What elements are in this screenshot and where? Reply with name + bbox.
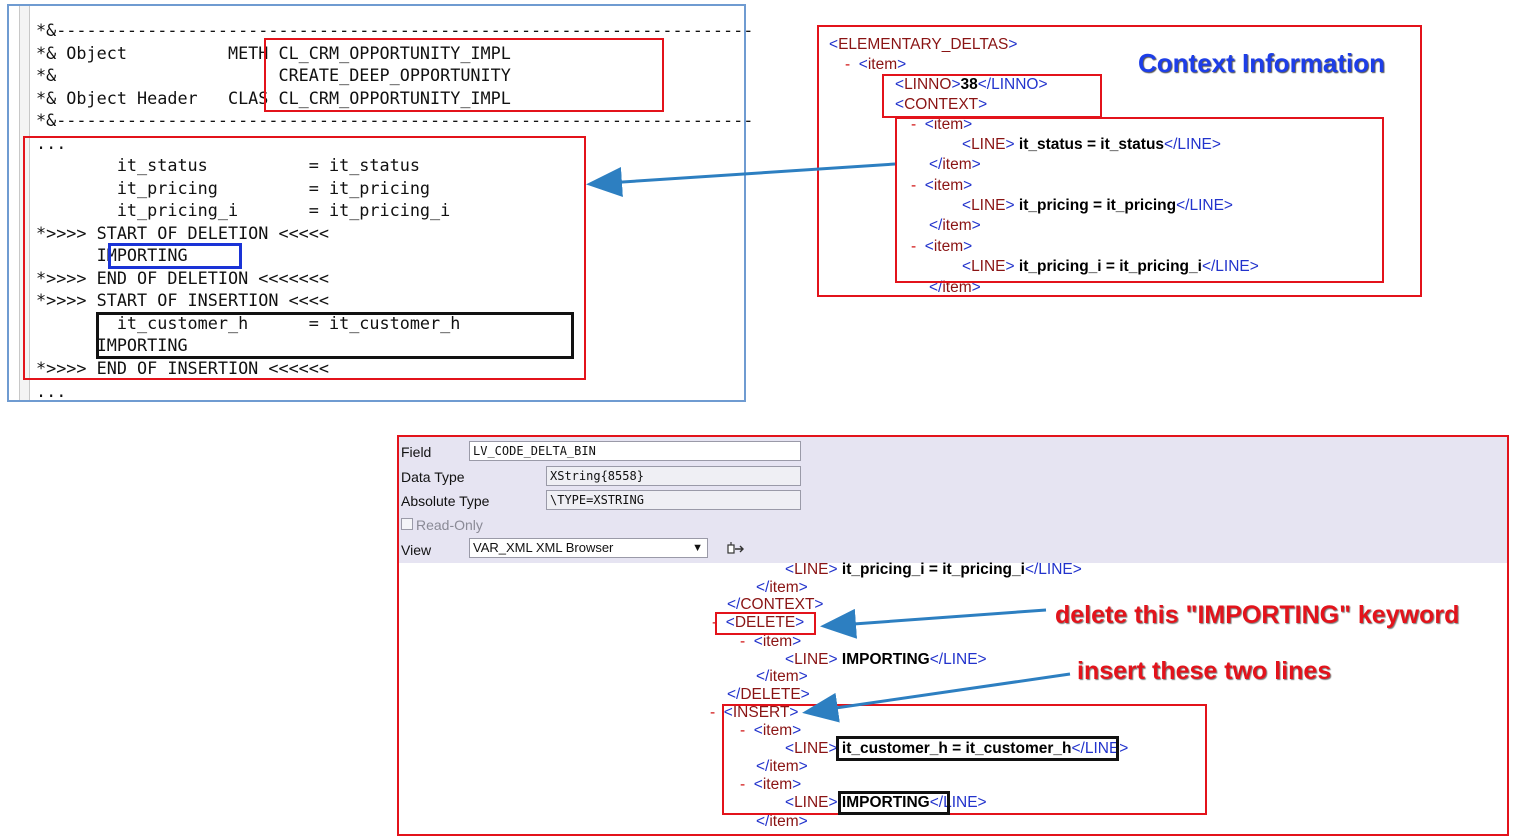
view-select[interactable]: VAR_XML XML Browser ▼ <box>469 538 708 558</box>
field-label: Field <box>401 444 432 460</box>
xml-line: <LINE> it_status = it_status</LINE> <box>962 136 1221 153</box>
xml-line: </item> <box>756 758 808 775</box>
xml-line: - <DELETE> <box>712 614 805 631</box>
view-select-value: VAR_XML XML Browser <box>473 540 614 555</box>
code-line: IMPORTING <box>36 245 188 265</box>
xml-line: - <item> <box>911 177 973 194</box>
data-type-field: XString{8558} <box>546 466 801 486</box>
xml-line: <LINE> it_pricing = it_pricing</LINE> <box>962 197 1233 214</box>
delete-annotation: delete this "IMPORTING" keyword <box>1055 601 1460 629</box>
data-type-label: Data Type <box>401 469 465 485</box>
code-line: ... <box>36 381 67 401</box>
xml-line: - <item> <box>845 56 907 73</box>
xml-line: </item> <box>929 279 981 296</box>
xml-line: </item> <box>756 668 808 685</box>
code-line: *& Object Header CLAS CL_CRM_OPPORTUNITY… <box>36 88 511 108</box>
xml-line: - <item> <box>740 776 802 793</box>
xml-line: <LINE> it_customer_h = it_customer_h</LI… <box>785 740 1129 757</box>
xml-line: <ELEMENTARY_DELTAS> <box>829 36 1018 53</box>
code-line: it_pricing_i = it_pricing_i <box>36 200 451 220</box>
xml-line: <LINE> it_pricing_i = it_pricing_i</LINE… <box>962 258 1259 275</box>
chevron-down-icon[interactable]: ▼ <box>692 542 703 554</box>
insert-annotation: insert these two lines <box>1077 657 1332 685</box>
absolute-type-field: \TYPE=XSTRING <box>546 490 801 510</box>
xml-line: </item> <box>929 217 981 234</box>
insertion-highlight-box <box>96 312 574 359</box>
customer-line-highlight-box <box>836 736 1119 761</box>
xml-line: <LINE> IMPORTING</LINE> <box>785 651 987 668</box>
code-line: *&--------------------------------------… <box>36 20 754 40</box>
xml-line: </item> <box>756 579 808 596</box>
xml-line: <LINE> it_pricing_i = it_pricing_i</LINE… <box>785 561 1082 578</box>
context-xml-panel: <ELEMENTARY_DELTAS> - <item> <LINNO>38</… <box>817 25 1422 297</box>
read-only-checkbox[interactable] <box>401 518 413 530</box>
code-line: ... <box>36 133 67 153</box>
code-line: *>>>> END OF INSERTION <<<<<< <box>36 358 329 378</box>
field-name-input[interactable]: LV_CODE_DELTA_BIN <box>469 441 801 461</box>
code-line: *& Object METH CL_CRM_OPPORTUNITY_IMPL <box>36 43 511 63</box>
xml-line: <LINNO>38</LINNO> <box>895 76 1048 93</box>
abap-code-panel <box>7 4 746 402</box>
insert-arrow <box>802 672 1071 723</box>
code-line: *>>>> END OF DELETION <<<<<<< <box>36 268 329 288</box>
code-line: *>>>> START OF DELETION <<<<< <box>36 223 329 243</box>
transfer-arrows-icon[interactable] <box>725 539 747 559</box>
deletion-highlight-box <box>108 243 242 269</box>
code-line: it_status = it_status <box>36 155 420 175</box>
code-line: *&--------------------------------------… <box>36 110 754 130</box>
xml-line: - <item> <box>740 722 802 739</box>
xml-line: <CONTEXT> <box>895 96 988 113</box>
delete-tag-highlight-box <box>715 612 816 635</box>
code-block-highlight-box <box>23 136 586 380</box>
delete-arrow <box>820 608 1047 639</box>
insert-block-highlight-box <box>722 704 1207 815</box>
code-line: *>>>> START OF INSERTION <<<< <box>36 290 329 310</box>
view-label: View <box>401 542 432 558</box>
xml-line: - <item> <box>740 633 802 650</box>
absolute-type-label: Absolute Type <box>401 493 490 509</box>
xml-line: - <INSERT> <box>710 704 799 721</box>
xml-line: <LINE> IMPORTING</LINE> <box>785 794 987 811</box>
context-information-title: Context Information <box>1138 48 1385 78</box>
xml-line: </item> <box>929 156 981 173</box>
xml-line: </CONTEXT> <box>727 596 824 613</box>
code-line: it_customer_h = it_customer_h <box>36 313 461 333</box>
context-arrow <box>586 162 896 197</box>
code-line: it_pricing = it_pricing <box>36 178 431 198</box>
xml-line: </item> <box>756 813 808 830</box>
code-line: IMPORTING <box>36 335 188 355</box>
xml-line: - <item> <box>911 238 973 255</box>
object-highlight-box <box>264 38 664 112</box>
read-only-label: Read-Only <box>416 517 483 533</box>
code-line: *& CREATE_DEEP_OPPORTUNITY <box>36 65 511 85</box>
xml-line: - <item> <box>911 116 973 133</box>
importing-line-highlight-box <box>838 791 950 815</box>
context-items-highlight-box <box>895 117 1384 283</box>
